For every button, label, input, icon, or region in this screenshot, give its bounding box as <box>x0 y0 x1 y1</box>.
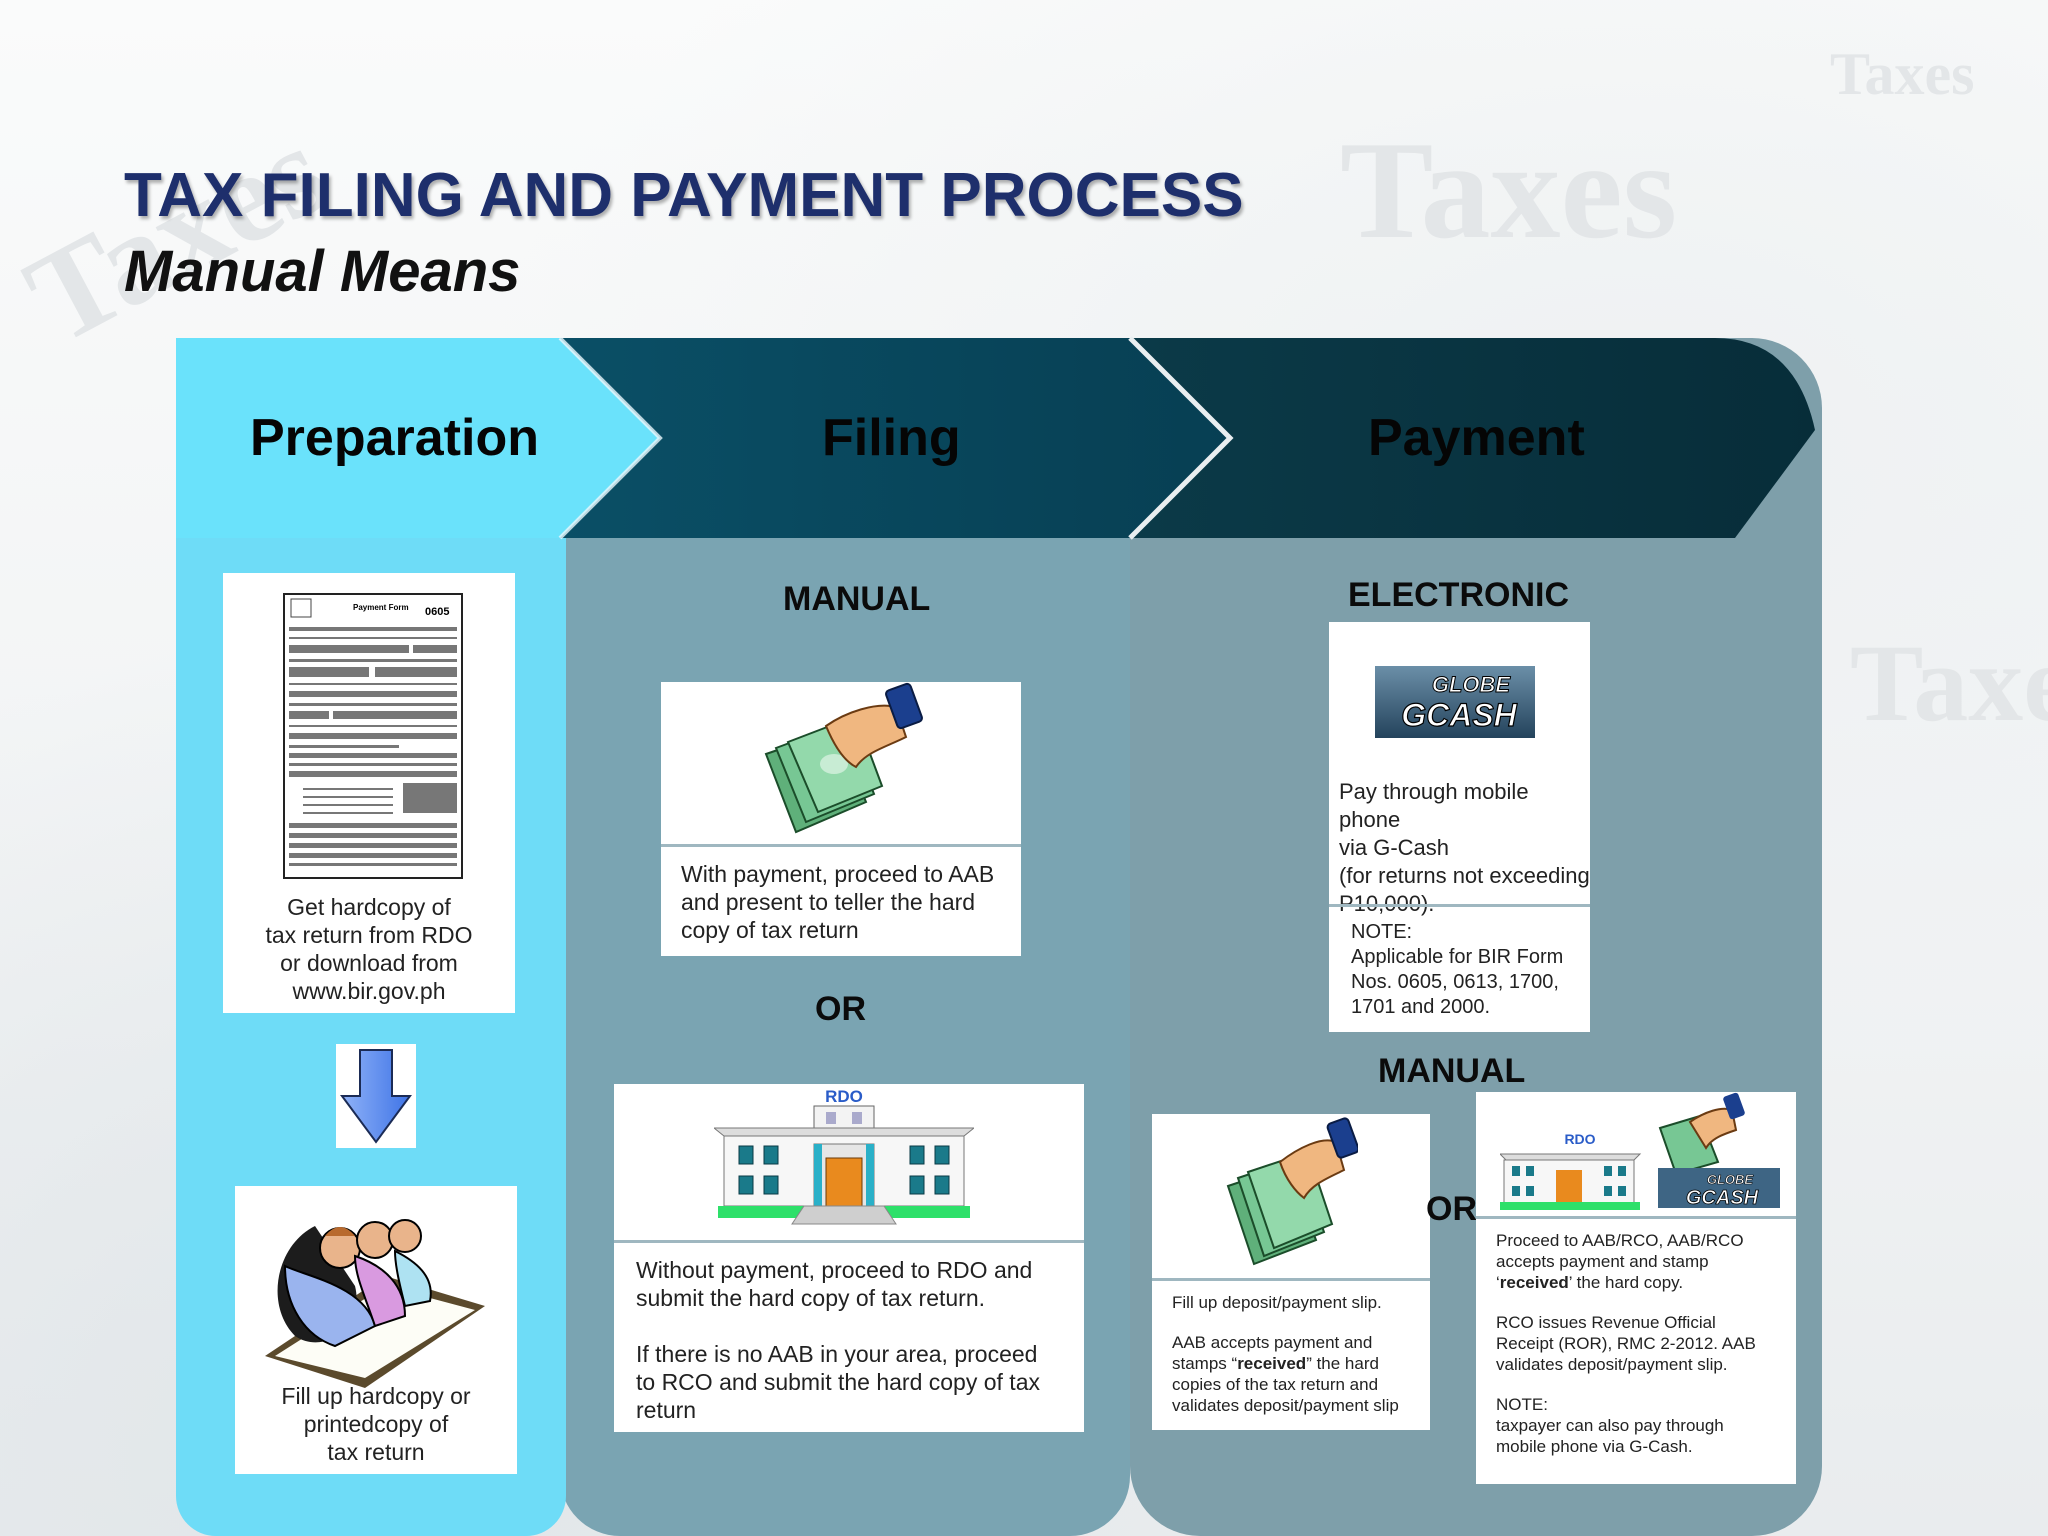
gcash-text-line: via G-Cash <box>1339 835 1450 860</box>
step2-line: printedcopy of <box>303 1411 449 1437</box>
step1-line: Get hardcopy of <box>287 894 451 920</box>
rco-line: ‘received’ the hard copy. <box>1496 1273 1684 1292</box>
rco-line: RCO issues Revenue Official <box>1496 1313 1716 1332</box>
without-payment-card: RDO Without payment, proceed to RDO and … <box>614 1084 1084 1432</box>
preparation-header: Preparation <box>250 409 539 467</box>
aab-payment-card: Fill up deposit/payment slip. AAB accept… <box>1152 1114 1430 1430</box>
rco-line: Proceed to AAB/RCO, AAB/RCO <box>1496 1231 1744 1250</box>
filing-manual-label: MANUAL <box>783 580 931 618</box>
rco-line: mobile phone via G-Cash. <box>1496 1437 1693 1456</box>
electronic-note-line: NOTE: <box>1351 921 1413 943</box>
rco-line: Receipt (ROR), RMC 2-2012. AAB <box>1496 1334 1756 1353</box>
rco-rdo-sign: RDO <box>1564 1131 1595 1147</box>
arrow-down-card <box>336 1044 416 1148</box>
no-aab-line: If there is no AAB in your area, proceed <box>636 1341 1038 1367</box>
no-aab-line: return <box>636 1397 697 1423</box>
filing-header: Filing <box>822 409 961 467</box>
no-aab-line: to RCO and submit the hard copy of tax <box>636 1369 1040 1395</box>
money-hand-icon <box>764 682 923 834</box>
preparation-chevron <box>176 338 660 538</box>
gcash-logo-top: GLOBE <box>1432 672 1512 697</box>
payment-manual-label: MANUAL <box>1378 1052 1526 1090</box>
arrow-down-icon <box>340 1049 412 1144</box>
aab-slip-line: validates deposit/payment slip <box>1172 1396 1399 1415</box>
with-payment-line: and present to teller the hard <box>681 889 976 915</box>
payment-or-label: OR <box>1426 1190 1477 1228</box>
step2-line: Fill up hardcopy or <box>281 1383 471 1409</box>
electronic-note-line: Applicable for BIR Form <box>1351 946 1564 968</box>
gcash-text-line: Pay through mobile phone <box>1339 779 1529 832</box>
money-hand-icon <box>1226 1117 1358 1266</box>
rdo-gcash-icon: RDO GLOBE GCASH <box>1500 1092 1780 1210</box>
electronic-note-line: Nos. 0605, 0613, 1700, <box>1351 971 1559 993</box>
aab-slip-line: copies of the tax return and <box>1172 1375 1379 1394</box>
gcash-logo-bottom: GCASH <box>1401 697 1517 733</box>
gcash-text-line: P10,000). <box>1339 890 1590 918</box>
electronic-label: ELECTRONIC <box>1348 576 1569 614</box>
rco-line: accepts payment and stamp <box>1496 1252 1709 1271</box>
rdo-building-icon: RDO <box>714 1087 974 1225</box>
without-payment-line: Without payment, proceed to RDO and <box>636 1257 1033 1283</box>
gcash-text-line: (for returns not exceeding <box>1339 863 1590 888</box>
get-tax-return-card: Payment Form 0605 Get hardcopy of tax re… <box>223 573 515 1013</box>
with-payment-line: copy of tax return <box>681 917 859 943</box>
page-subtitle: Manual Means <box>124 239 521 304</box>
payment-form-image: Payment Form 0605 <box>283 593 463 879</box>
aab-slip-line: Fill up deposit/payment slip. <box>1172 1293 1382 1312</box>
electronic-note-line: 1701 and 2000. <box>1351 996 1491 1018</box>
fill-up-card: Fill up hardcopy or printedcopy of tax r… <box>235 1186 517 1474</box>
with-payment-line: With payment, proceed to AAB <box>681 861 995 887</box>
step1-line: tax return from RDO <box>265 922 473 948</box>
filing-or-label: OR <box>815 990 866 1028</box>
gcash-logo: GLOBE GCASH <box>1375 666 1535 738</box>
rco-card: RDO GLOBE GCASH Proceed to AAB/RCO, AAB/… <box>1476 1092 1796 1484</box>
gcash-logo-small-bottom: GCASH <box>1686 1187 1759 1209</box>
without-payment-line: submit the hard copy of tax return. <box>636 1285 986 1311</box>
with-payment-card: With payment, proceed to AAB and present… <box>661 682 1021 956</box>
aab-slip-line: AAB accepts payment and <box>1172 1333 1373 1352</box>
form-number: 0605 <box>425 606 449 618</box>
rdo-sign: RDO <box>825 1087 863 1106</box>
gcash-logo-small-top: GLOBE <box>1707 1172 1754 1187</box>
rco-line: taxpayer can also pay through <box>1496 1416 1724 1435</box>
form-title: Payment Form <box>353 603 409 612</box>
rco-line: validates deposit/payment slip. <box>1496 1355 1728 1374</box>
gcash-card: GLOBE GCASH Pay through mobile phone via… <box>1329 622 1590 1032</box>
people-writing-image <box>265 1219 485 1388</box>
filing-chevron <box>560 338 1230 538</box>
payment-chevron <box>1130 338 1815 538</box>
step1-line: or download from <box>280 950 458 976</box>
aab-slip-line: stamps “received” the hard <box>1172 1354 1379 1373</box>
step2-line: tax return <box>327 1439 425 1465</box>
step1-line: www.bir.gov.ph <box>292 978 446 1004</box>
rco-line: NOTE: <box>1496 1395 1548 1414</box>
page-title: TAX FILING AND PAYMENT PROCESS <box>124 161 1244 230</box>
payment-header: Payment <box>1368 409 1585 467</box>
